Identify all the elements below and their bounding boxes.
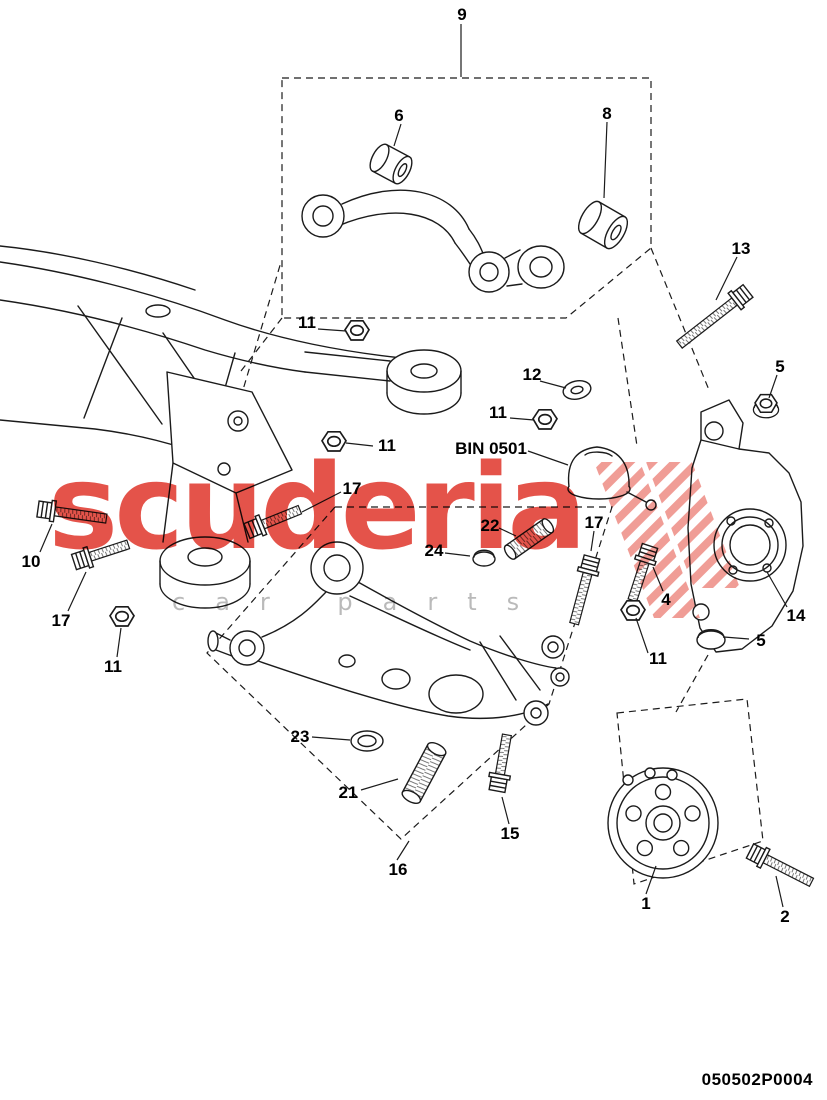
hub-group-outline xyxy=(616,698,764,885)
callout-21: 21 xyxy=(338,783,358,802)
callout-17: 17 xyxy=(342,479,362,498)
ring-23 xyxy=(350,730,384,752)
callout-2: 2 xyxy=(780,907,790,926)
bin-reference-label: BIN 0501 xyxy=(455,439,527,458)
watermark-hatch xyxy=(594,462,740,618)
drawing-number: 050502P0004 xyxy=(701,1070,813,1089)
upper-control-arm xyxy=(301,143,629,293)
callout-12: 12 xyxy=(522,365,542,384)
callout-11: 11 xyxy=(104,657,122,676)
callout-16: 16 xyxy=(388,860,408,879)
callout-22: 22 xyxy=(480,516,500,535)
callout-13: 13 xyxy=(731,239,751,258)
callout-11: 11 xyxy=(298,313,316,332)
callout-10: 10 xyxy=(21,552,41,571)
cap-24 xyxy=(472,549,496,567)
callout-4: 4 xyxy=(661,590,671,609)
callout-23: 23 xyxy=(290,727,310,746)
callout-17: 17 xyxy=(584,513,604,532)
callout-15: 15 xyxy=(500,824,520,843)
callout-5: 5 xyxy=(775,357,785,376)
upper-arm-bushing-8 xyxy=(577,200,629,250)
wheel-hub xyxy=(607,767,719,879)
callout-11: 11 xyxy=(378,436,396,455)
callout-5: 5 xyxy=(756,631,766,650)
fasteners xyxy=(37,283,817,892)
callout-17: 17 xyxy=(51,611,71,630)
rear-subframe xyxy=(0,245,462,609)
callout-9: 9 xyxy=(457,5,467,24)
callout-8: 8 xyxy=(602,104,612,123)
group-9-outline xyxy=(281,77,652,319)
washer-12 xyxy=(562,380,592,400)
callout-11: 11 xyxy=(489,403,507,422)
upper-arm-bushing-6 xyxy=(369,143,413,185)
callout-6: 6 xyxy=(394,106,404,125)
callout-24: 24 xyxy=(424,541,444,560)
sleeve-22 xyxy=(503,518,555,560)
callout-1: 1 xyxy=(641,894,651,913)
dashed-construction-lines xyxy=(206,77,764,885)
sleeve-21 xyxy=(401,742,447,804)
callout-14: 14 xyxy=(786,606,806,625)
lower-control-arm xyxy=(207,541,570,726)
group-16-outline xyxy=(206,506,613,840)
wheel-knuckle xyxy=(687,399,804,653)
callout-11: 11 xyxy=(649,649,667,668)
